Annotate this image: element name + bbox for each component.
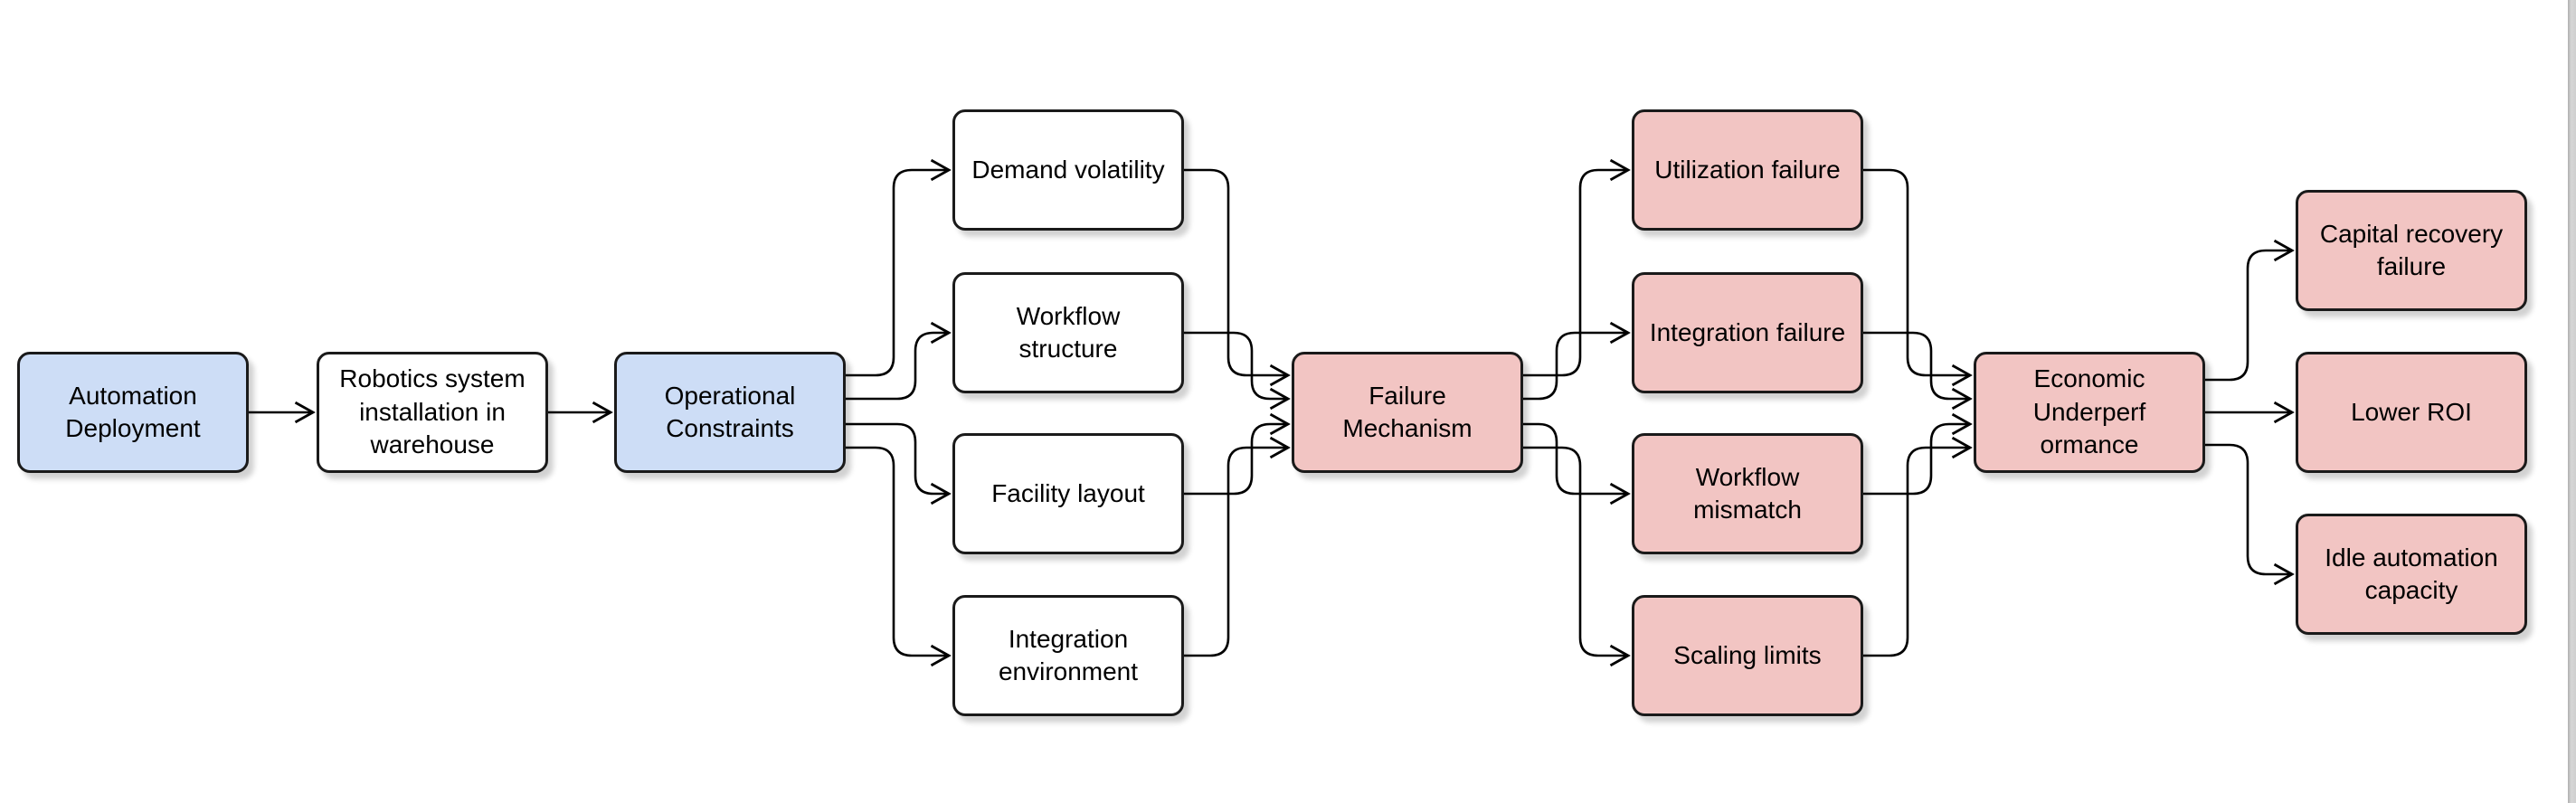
edge-utilization-failure-to-economic-underperformance (1863, 168, 1973, 387)
node-label: Economic Underperformance (2032, 364, 2146, 459)
node-label: Integration failure (1649, 317, 1846, 346)
vertical-scrollbar[interactable] (2568, 0, 2576, 803)
node-workflow-mismatch: Workflow mismatch (1632, 433, 1863, 554)
edge-scaling-limits-to-economic-underperformance (1863, 436, 1973, 657)
node-label: Integration environment (998, 624, 1139, 685)
edge-failure-mechanism-to-integration-failure (1523, 321, 1631, 401)
edge-failure-mechanism-to-scaling-limits (1523, 446, 1631, 667)
edge-integration-environment-to-failure-mechanism (1184, 436, 1291, 657)
edge-operational-constraints-to-demand-volatility (846, 158, 952, 377)
edge-workflow-mismatch-to-economic-underperformance (1863, 412, 1973, 496)
node-demand-volatility: Demand volatility (952, 109, 1184, 231)
node-label: Workflow structure (1016, 301, 1121, 363)
node-operational-constraints: Operational Constraints (614, 352, 846, 473)
node-lower-roi: Lower ROI (2296, 352, 2527, 473)
node-label: Facility layout (991, 478, 1145, 507)
node-integration-environment: Integration environment (952, 595, 1184, 716)
edge-operational-constraints-to-facility-layout (846, 422, 952, 505)
edge-operational-constraints-to-integration-environment (846, 446, 952, 667)
node-capital-recovery-failure: Capital recovery failure (2296, 190, 2527, 311)
edge-failure-mechanism-to-utilization-failure (1523, 158, 1631, 377)
edge-economic-underperformance-to-idle-automation-capacity (2205, 443, 2295, 586)
node-integration-failure: Integration failure (1632, 272, 1863, 393)
node-label: Operational Constraints (664, 381, 796, 442)
edge-integration-failure-to-economic-underperformance (1863, 331, 1973, 411)
edge-failure-mechanism-to-workflow-mismatch (1523, 422, 1631, 505)
node-robotics-system-installation: Robotics system installation in warehous… (317, 352, 548, 473)
node-economic-underperformance: Economic Underperformance (1974, 352, 2205, 473)
node-facility-layout: Facility layout (952, 433, 1184, 554)
node-idle-automation-capacity: Idle automation capacity (2296, 514, 2527, 635)
node-scaling-limits: Scaling limits (1632, 595, 1863, 716)
edge-economic-underperformance-to-capital-recovery-failure (2205, 239, 2295, 382)
node-label: Workflow mismatch (1693, 462, 1802, 524)
edge-operational-constraints-to-workflow-structure (846, 321, 952, 401)
edge-workflow-structure-to-failure-mechanism (1184, 331, 1291, 411)
node-label: Scaling limits (1673, 640, 1822, 669)
node-label: Failure Mechanism (1342, 381, 1473, 442)
node-label: Demand volatility (971, 155, 1165, 184)
edge-demand-volatility-to-failure-mechanism (1184, 168, 1291, 387)
node-workflow-structure: Workflow structure (952, 272, 1184, 393)
node-failure-mechanism: Failure Mechanism (1292, 352, 1523, 473)
node-label: Automation Deployment (65, 381, 201, 442)
node-label: Utilization failure (1654, 155, 1841, 184)
node-automation-deployment: Automation Deployment (17, 352, 249, 473)
node-label: Robotics system installation in warehous… (339, 364, 526, 459)
edge-facility-layout-to-failure-mechanism (1184, 412, 1291, 496)
node-label: Capital recovery failure (2319, 219, 2504, 280)
node-label: Lower ROI (2351, 397, 2472, 426)
node-label: Idle automation capacity (2325, 543, 2498, 604)
node-utilization-failure: Utilization failure (1632, 109, 1863, 231)
